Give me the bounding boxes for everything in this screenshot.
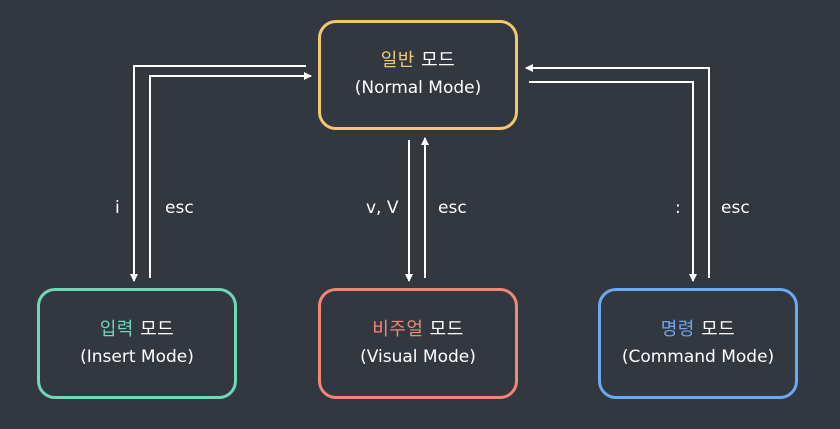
normal-mode-word: 모드 — [421, 50, 456, 71]
insert-mode-title: 입력 모드 — [100, 317, 174, 343]
visual-mode-word: 모드 — [429, 318, 464, 340]
command-mode-word: 모드 — [701, 318, 736, 340]
visual-mode-subtitle: (Visual Mode) — [360, 346, 476, 367]
normal-mode-title: 일반 모드 — [381, 48, 455, 74]
label-command-esc: esc — [721, 198, 750, 218]
label-visual-key: v, V — [366, 198, 399, 218]
insert-mode-subtitle: (Insert Mode) — [80, 346, 194, 367]
command-mode-box: 명령 모드 (Command Mode) — [598, 288, 798, 399]
command-mode-title: 명령 모드 — [661, 317, 735, 343]
label-command-key: : — [675, 198, 681, 218]
normal-mode-subtitle: (Normal Mode) — [354, 78, 482, 98]
insert-mode-box: 입력 모드 (Insert Mode) — [37, 288, 237, 399]
arrow-normal-to-insert — [130, 65, 306, 282]
label-visual-esc: esc — [438, 198, 467, 218]
label-insert-esc: esc — [165, 198, 194, 218]
insert-mode-word: 모드 — [140, 318, 175, 340]
arrow-normal-to-command — [529, 81, 697, 282]
arrow-command-to-normal — [525, 64, 710, 278]
visual-mode-title: 비주얼 모드 — [372, 317, 464, 343]
insert-mode-accent-word: 입력 — [99, 318, 134, 340]
normal-mode-box: 일반 모드 (Normal Mode) — [318, 20, 518, 130]
label-insert-key: i — [115, 198, 120, 218]
visual-mode-accent-word: 비주얼 — [372, 318, 424, 340]
normal-mode-accent-word: 일반 — [380, 50, 415, 71]
command-mode-subtitle: (Command Mode) — [621, 346, 775, 367]
arrow-insert-to-normal — [149, 72, 312, 278]
visual-mode-box: 비주얼 모드 (Visual Mode) — [318, 288, 518, 399]
command-mode-accent-word: 명령 — [660, 318, 695, 340]
